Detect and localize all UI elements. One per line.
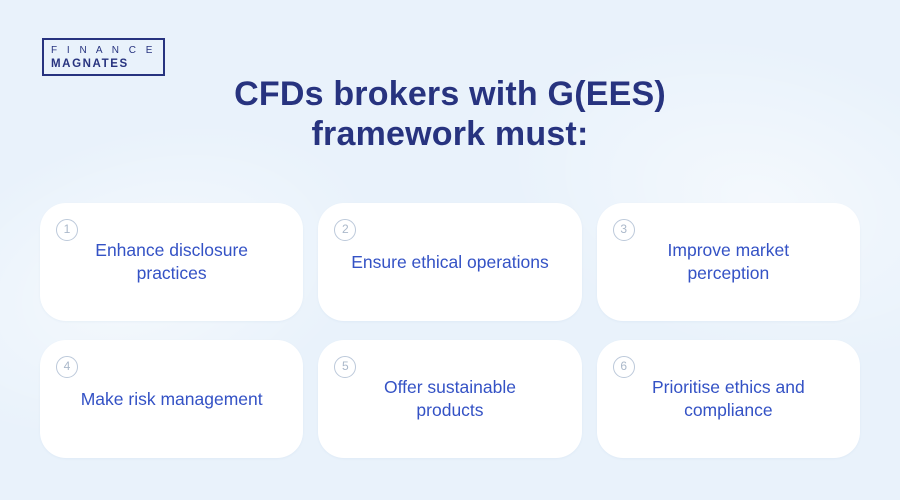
cards-grid: 1 Enhance disclosure practices 2 Ensure … [40,203,860,458]
page-title: CFDs brokers with G(EES) framework must: [0,74,900,154]
card-number-badge: 5 [334,356,357,378]
card-enhance-disclosure: 1 Enhance disclosure practices [40,203,304,321]
title-line-1: CFDs brokers with G(EES) [234,75,666,113]
card-number-badge: 3 [612,219,635,241]
card-improve-market: 3 Improve market perception [596,203,860,321]
card-number-badge: 2 [334,219,357,241]
card-make-risk: 4 Make risk management [40,340,304,458]
card-number-badge: 4 [56,356,78,378]
card-prioritise-ethics: 6 Prioritise ethics and compliance [596,340,860,458]
card-label: Ensure ethical operations [351,251,549,272]
card-label: Prioritise ethics and compliance [651,377,805,420]
card-label: Enhance disclosure practices [95,240,249,283]
finance-magnates-logo: F I N A N C E MAGNATES [42,38,165,76]
card-label: Improve market perception [667,240,790,283]
logo-line-magnates: MAGNATES [51,58,129,70]
card-offer-sustainable: 5 Offer sustainable products [318,340,582,458]
card-label: Offer sustainable products [383,377,516,420]
card-label: Make risk management [80,388,263,409]
card-ensure-ethical: 2 Ensure ethical operations [318,203,582,321]
title-line-2: framework must: [311,115,589,153]
card-number-badge: 6 [612,356,635,378]
logo-line-finance: F I N A N C E [51,45,156,56]
card-number-badge: 1 [56,219,78,241]
